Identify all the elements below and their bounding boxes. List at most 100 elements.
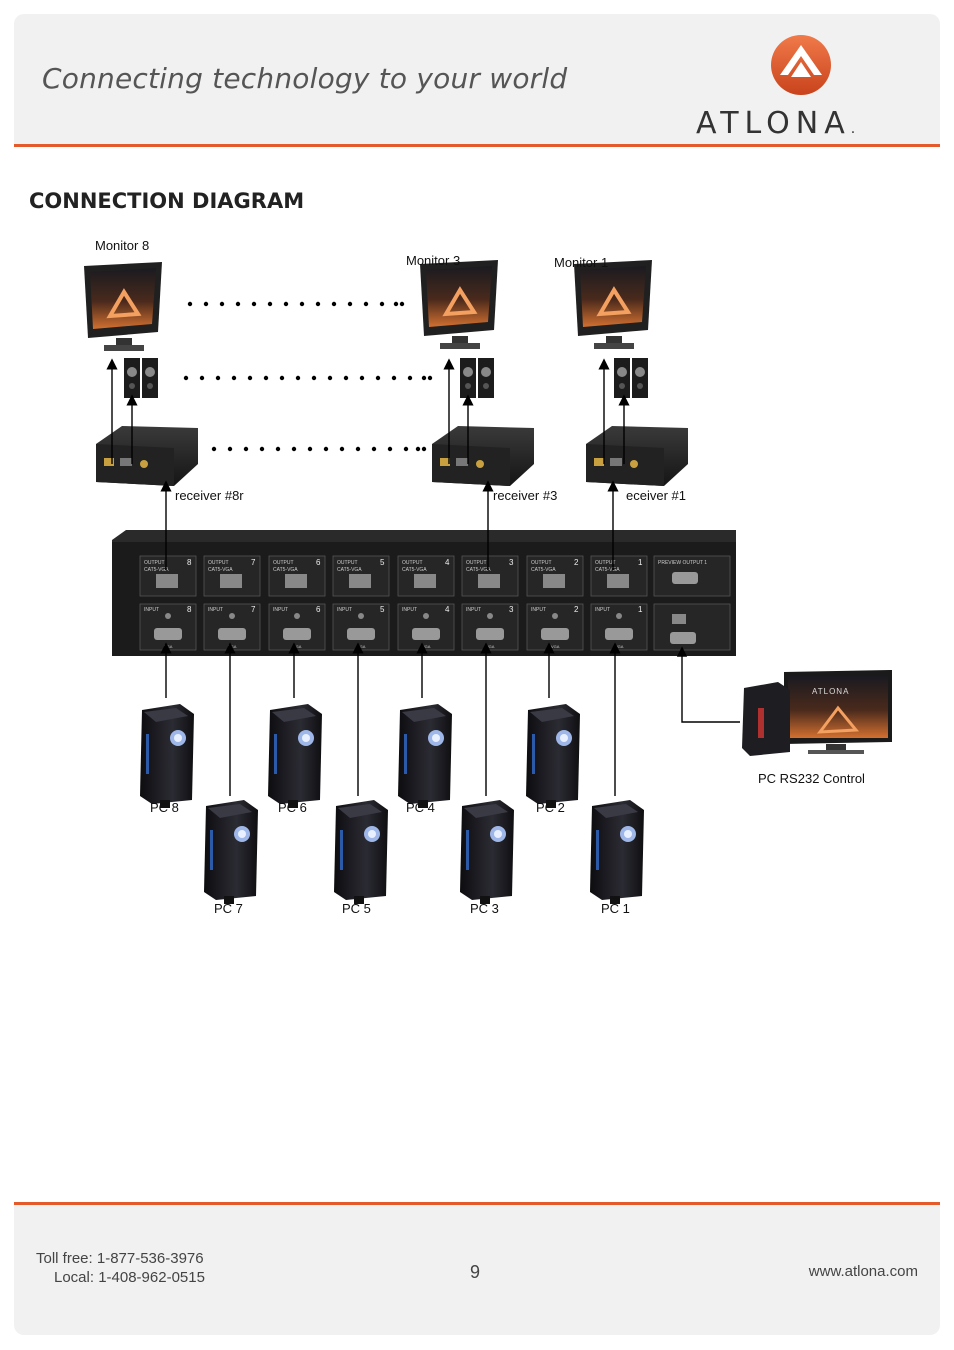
- svg-text:OUTPUT: OUTPUT: [466, 560, 487, 566]
- pc-8-label: PC 8: [150, 800, 179, 815]
- svg-text:OUTPUT: OUTPUT: [402, 560, 423, 566]
- svg-text:OUTPUT: OUTPUT: [208, 560, 229, 566]
- svg-text:OUTPUT: OUTPUT: [337, 560, 358, 566]
- preview-output-panel: PREVIEW OUTPUT 1: [653, 555, 731, 597]
- svg-text:OUTPUT: OUTPUT: [531, 560, 552, 566]
- monitor-3: [418, 258, 500, 351]
- logo-wordmark: ATLONA.: [696, 106, 856, 141]
- svg-text:CAT5-VGA: CAT5-VGA: [466, 567, 491, 573]
- svg-text:2: 2: [574, 605, 579, 614]
- svg-text:1: 1: [638, 558, 643, 567]
- pc-3-label: PC 3: [470, 901, 499, 916]
- page-number: 9: [470, 1262, 481, 1282]
- speakers-8: [124, 358, 158, 398]
- receiver-1-label: eceiver #1: [626, 488, 686, 503]
- connection-diagram: Monitor 8 Monitor 3 Monitor 1 receiver #…: [82, 238, 892, 916]
- receiver-3-label: receiver #3: [493, 488, 557, 503]
- vga-input-lines: [160, 642, 740, 796]
- speakers-1: [614, 358, 648, 398]
- ellipsis-dots: [183, 301, 433, 452]
- svg-text:CAT5-VGA: CAT5-VGA: [402, 567, 427, 573]
- svg-text:5: 5: [380, 558, 385, 567]
- svg-text:INPUT: INPUT: [208, 607, 223, 613]
- svg-text:4: 4: [445, 605, 450, 614]
- pc-6: [268, 704, 322, 808]
- footer-rule: [14, 1202, 940, 1205]
- svg-text:INPUT: INPUT: [531, 607, 546, 613]
- svg-text:VGA: VGA: [615, 644, 624, 649]
- svg-text:3: 3: [509, 558, 514, 567]
- svg-text:CAT5-VGA: CAT5-VGA: [531, 567, 556, 573]
- pc-7: [204, 800, 258, 904]
- svg-text:CAT5-VGA: CAT5-VGA: [144, 567, 169, 573]
- pc-7-label: PC 7: [214, 901, 243, 916]
- svg-text:INPUT: INPUT: [273, 607, 288, 613]
- svg-text:INPUT: INPUT: [337, 607, 352, 613]
- svg-text:VGA: VGA: [486, 644, 495, 649]
- tagline: Connecting technology to your world: [42, 62, 568, 95]
- cat5-lines: [160, 480, 619, 570]
- speakers-3: [460, 358, 494, 398]
- receiver-1: [586, 426, 688, 486]
- svg-text:INPUT: INPUT: [595, 607, 610, 613]
- svg-text:INPUT: INPUT: [466, 607, 481, 613]
- svg-text:7: 7: [251, 605, 256, 614]
- website-link[interactable]: www.atlona.com: [808, 1263, 918, 1280]
- svg-text:3: 3: [509, 605, 514, 614]
- rs232-control-pc: ATLONA: [742, 670, 892, 756]
- receiver-3: [432, 426, 534, 486]
- receiver-8-label: receiver #8r: [175, 488, 244, 503]
- monitor-1: [572, 258, 654, 351]
- pc-6-label: PC 6: [278, 800, 307, 815]
- svg-text:VGA: VGA: [422, 644, 431, 649]
- svg-text:1: 1: [638, 605, 643, 614]
- svg-text:8: 8: [187, 605, 192, 614]
- svg-text:6: 6: [316, 605, 321, 614]
- svg-text:VGA: VGA: [551, 644, 560, 649]
- pc-2: [526, 704, 580, 808]
- svg-text:4: 4: [445, 558, 450, 567]
- pc-4-label: PC 4: [406, 800, 435, 815]
- svg-text:CAT5-VGA: CAT5-VGA: [208, 567, 233, 573]
- monitor-1-label: Monitor 1: [554, 255, 608, 270]
- svg-text:7: 7: [251, 558, 256, 567]
- svg-text:CAT5-VGA: CAT5-VGA: [337, 567, 362, 573]
- svg-text:5: 5: [380, 605, 385, 614]
- pc-5-label: PC 5: [342, 901, 371, 916]
- svg-text:8: 8: [187, 558, 192, 567]
- rs232-port-panel: [653, 603, 731, 651]
- monitor-8: [82, 260, 164, 353]
- svg-text:OUTPUT: OUTPUT: [273, 560, 294, 566]
- svg-text:INPUT: INPUT: [144, 607, 159, 613]
- svg-text:PREVIEW OUTPUT 1: PREVIEW OUTPUT 1: [658, 560, 707, 566]
- section-title: CONNECTION DIAGRAM: [29, 189, 305, 213]
- pc-5: [334, 800, 388, 904]
- pc-3: [460, 800, 514, 904]
- local-number: Local: 1-408-962-0515: [54, 1269, 205, 1286]
- monitor-8-label: Monitor 8: [95, 238, 149, 253]
- atlona-logo-icon: [771, 35, 831, 95]
- receiver-output-lines: [106, 358, 630, 464]
- header-rule: [14, 144, 940, 147]
- pc-2-label: PC 2: [536, 800, 565, 815]
- svg-text:6: 6: [316, 558, 321, 567]
- footer-band: [14, 1205, 940, 1335]
- monitor-3-label: Monitor 3: [406, 253, 460, 268]
- pc-1: [590, 800, 644, 904]
- rs232-control-label: PC RS232 Control: [758, 771, 865, 786]
- pc-1-label: PC 1: [601, 901, 630, 916]
- svg-text:CAT5-VGA: CAT5-VGA: [595, 567, 620, 573]
